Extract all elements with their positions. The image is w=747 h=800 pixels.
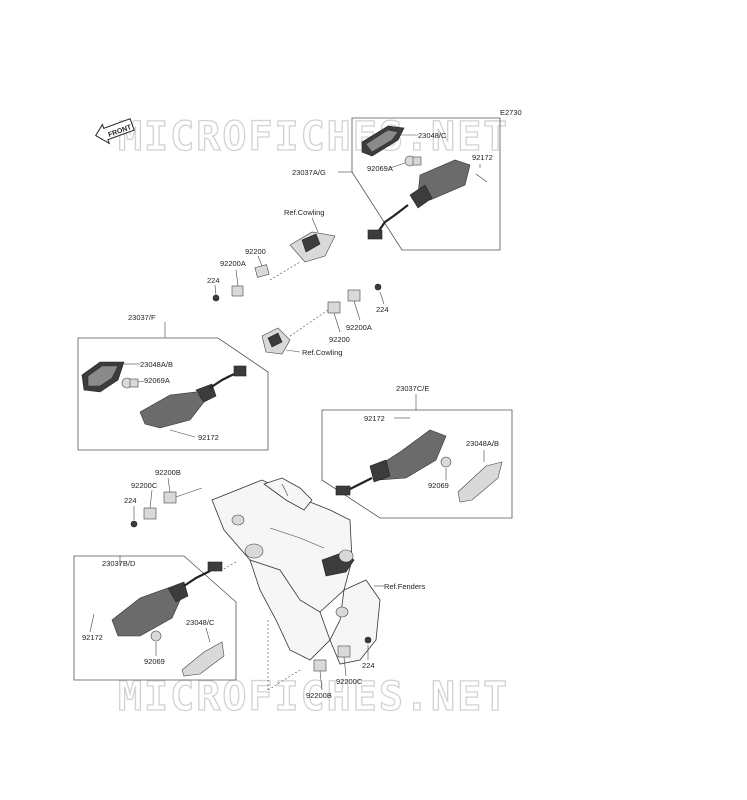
label-23037ce: 23037C/E bbox=[396, 384, 429, 393]
housing-23037ce bbox=[371, 429, 447, 481]
label-ref-cowling-left: Ref.Cowling bbox=[302, 348, 342, 357]
label-224-mid: 224 bbox=[376, 305, 389, 314]
label-23037bd: 23037B/D bbox=[102, 559, 136, 568]
plate-92200c-bottom bbox=[337, 645, 351, 658]
label-23037ag: 23037A/G bbox=[292, 168, 326, 177]
label-23048c-top: 23048/C bbox=[418, 131, 447, 140]
screw-224-mid bbox=[374, 283, 382, 291]
label-92172-bottom: 92172 bbox=[82, 633, 103, 642]
plate-92200c-left bbox=[143, 507, 157, 520]
figure-code: E2730 bbox=[500, 108, 522, 117]
watermark-top: MICROFICHES.NET bbox=[118, 114, 509, 160]
label-92069-bottom: 92069 bbox=[144, 657, 165, 666]
plate-92200a-top bbox=[231, 285, 244, 297]
label-23048ab-rear: 23048A/B bbox=[466, 439, 499, 448]
plate-92200a-mid bbox=[347, 289, 361, 302]
label-224-top: 224 bbox=[207, 276, 220, 285]
housing-23037f bbox=[139, 391, 205, 429]
label-224-left: 224 bbox=[124, 496, 137, 505]
screw-224-top bbox=[212, 294, 220, 302]
box-rear-right bbox=[321, 409, 513, 519]
watermark-bottom: MICROFICHES.NET bbox=[118, 674, 509, 720]
label-92172-top: 92172 bbox=[472, 153, 493, 162]
label-224-bottom: 224 bbox=[362, 661, 375, 670]
label-92069a-left: 92069A bbox=[144, 376, 170, 385]
label-23037f: 23037/F bbox=[128, 313, 156, 322]
plate-92200-top bbox=[254, 264, 270, 278]
bulb-92069-rear bbox=[440, 456, 452, 468]
housing-23037bd bbox=[111, 587, 183, 637]
label-92200b-bottom: 92200B bbox=[306, 691, 332, 700]
label-92200c-bottom: 92200C bbox=[336, 677, 363, 686]
screw-224-left bbox=[130, 520, 138, 528]
box-bottom-left bbox=[73, 555, 237, 681]
rear-fender bbox=[211, 477, 381, 665]
label-23048ab-left: 23048A/B bbox=[140, 360, 173, 369]
label-92069a-top: 92069A bbox=[367, 164, 393, 173]
label-92172-left: 92172 bbox=[198, 433, 219, 442]
lens-23048c-bottom bbox=[181, 641, 225, 677]
label-92200a-mid: 92200A bbox=[346, 323, 372, 332]
label-92200-top: 92200 bbox=[245, 247, 266, 256]
label-92200c-left: 92200C bbox=[131, 481, 158, 490]
label-92069-rear: 92069 bbox=[428, 481, 449, 490]
label-ref-cowling-top: Ref.Cowling bbox=[284, 208, 324, 217]
screw-224-bottom bbox=[364, 636, 372, 644]
label-92172-rear: 92172 bbox=[364, 414, 385, 423]
box-left bbox=[77, 337, 269, 451]
label-92200-mid: 92200 bbox=[329, 335, 350, 344]
label-ref-fenders: Ref.Fenders bbox=[384, 582, 426, 591]
label-23048c-bottom: 23048/C bbox=[186, 618, 215, 627]
label-92200a-top: 92200A bbox=[220, 259, 246, 268]
plate-92200b-left bbox=[163, 491, 177, 504]
plate-92200b-bottom bbox=[313, 659, 327, 672]
box-top-right bbox=[351, 117, 501, 251]
label-92200b-left: 92200B bbox=[155, 468, 181, 477]
plate-92200-mid bbox=[327, 301, 341, 314]
bulb-92069-bottom bbox=[150, 630, 162, 642]
lens-23048ab-rear bbox=[457, 461, 503, 503]
